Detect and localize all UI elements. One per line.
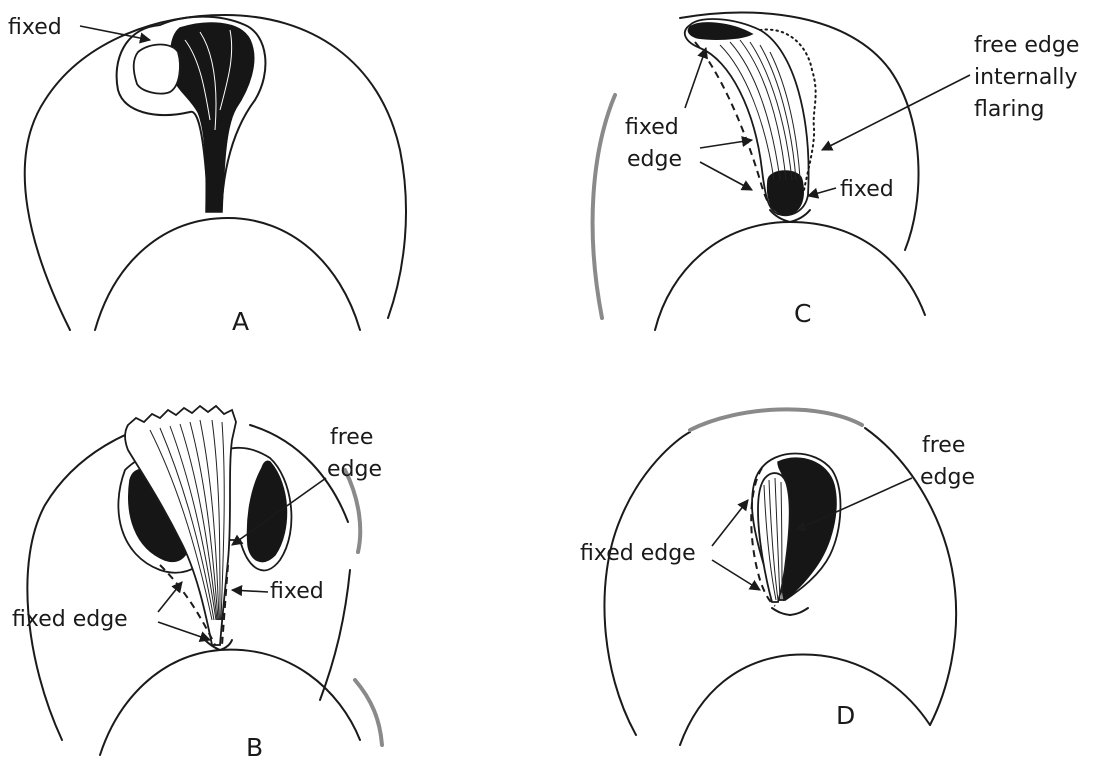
panel-c-lower-body <box>655 222 925 330</box>
panel-c-free-edge-label-3: flaring <box>974 97 1044 122</box>
panel-b-grey-wall-segment <box>345 470 360 552</box>
panel-b: free edge fixed fixed edge B <box>12 406 382 760</box>
panel-c-free-edge-label-1: free edge <box>974 33 1079 58</box>
panel-c-grey-wall-segment <box>593 95 615 318</box>
panel-c-free-edge-label-2: internally <box>974 65 1078 90</box>
panel-a-dark-tissue <box>171 23 254 212</box>
panel-d: free edge fixed edge D <box>580 409 975 745</box>
panel-d-edge-label: edge <box>920 465 975 490</box>
panel-d-grey-top-arc <box>690 409 862 430</box>
panel-d-letter: D <box>836 701 855 730</box>
panel-a-letter: A <box>232 307 249 336</box>
panel-b-letter: B <box>246 733 263 760</box>
panel-a-lower-body <box>95 218 360 330</box>
panel-d-outer-wall <box>604 432 690 735</box>
panel-c-fixed-edge-label-1: fixed <box>625 115 679 140</box>
panel-c: free edge internally flaring fixed edge … <box>593 12 1080 330</box>
panel-a-fixed-flap <box>134 45 180 94</box>
panel-d-lower-body <box>680 654 930 745</box>
panel-b-edge-label: edge <box>327 457 382 482</box>
panel-b-free-label: free <box>330 425 373 450</box>
panel-c-fixed-label: fixed <box>840 177 894 202</box>
panel-b-lower-body <box>100 650 360 755</box>
panel-d-free-label: free <box>922 433 965 458</box>
panel-a-fixed-label: fixed <box>8 15 62 40</box>
panel-b-fixed-edge-label: fixed edge <box>12 607 128 632</box>
panel-d-fixed-edge-label: fixed edge <box>580 541 696 566</box>
panel-a: fixed A <box>8 15 406 336</box>
panel-b-fixed-label: fixed <box>270 579 324 604</box>
panel-c-fixed-edge-label-2: edge <box>627 147 682 172</box>
panel-c-letter: C <box>794 299 811 328</box>
panel-c-free-edge-arrow <box>822 75 970 150</box>
